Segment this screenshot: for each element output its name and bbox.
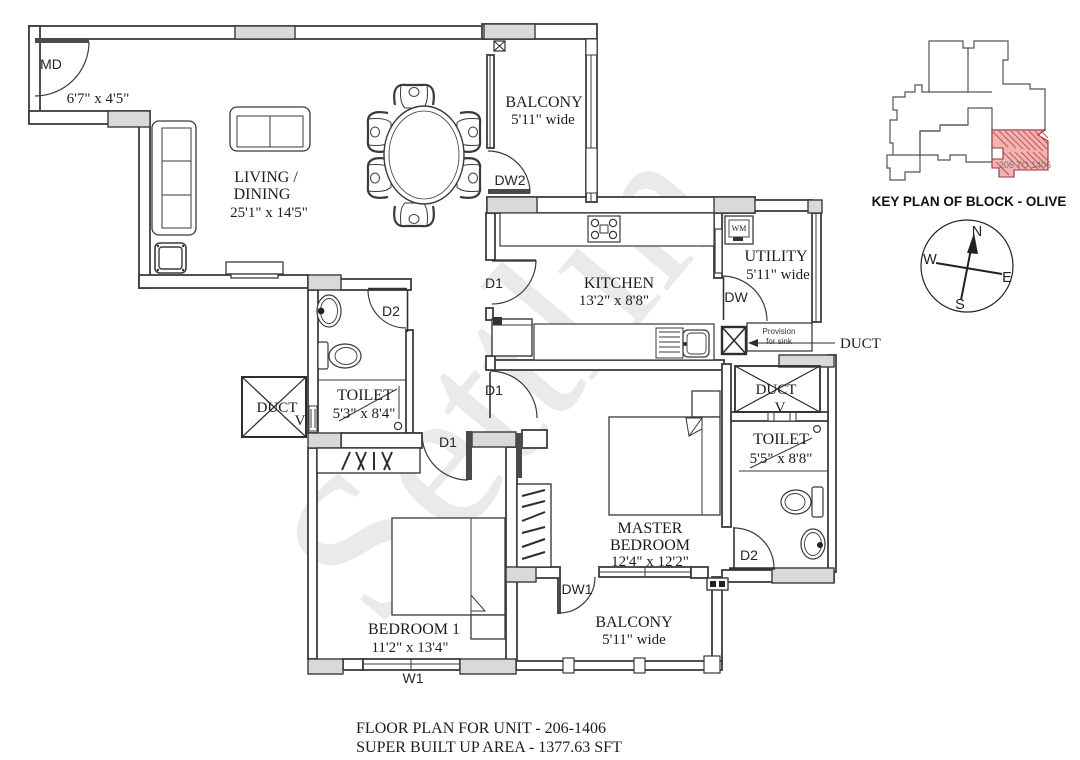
svg-text:DINING: DINING bbox=[234, 186, 291, 203]
svg-text:BALCONY: BALCONY bbox=[505, 94, 583, 111]
svg-text:DW1: DW1 bbox=[561, 581, 592, 597]
svg-text:N: N bbox=[972, 224, 982, 240]
svg-text:TOILET: TOILET bbox=[753, 431, 809, 448]
svg-text:BEDROOM 1: BEDROOM 1 bbox=[368, 621, 460, 638]
svg-text:12'4" x 12'2": 12'4" x 12'2" bbox=[611, 554, 689, 570]
svg-text:MD: MD bbox=[40, 56, 62, 72]
svg-text:FLOOR PLAN FOR UNIT - 206-1406: FLOOR PLAN FOR UNIT - 206-1406 bbox=[356, 720, 606, 737]
svg-text:KITCHEN: KITCHEN bbox=[584, 275, 655, 292]
svg-text:W: W bbox=[923, 252, 937, 268]
svg-text:for sink: for sink bbox=[766, 337, 793, 346]
svg-text:5'11" wide: 5'11" wide bbox=[746, 267, 810, 283]
svg-text:5'11" wide: 5'11" wide bbox=[602, 632, 666, 648]
svg-text:11'2" x 13'4": 11'2" x 13'4" bbox=[371, 640, 448, 656]
svg-text:LIVING /: LIVING / bbox=[234, 169, 298, 186]
svg-text:BALCONY: BALCONY bbox=[595, 614, 673, 631]
svg-text:DW: DW bbox=[724, 289, 748, 305]
svg-text:DUCT: DUCT bbox=[840, 336, 881, 352]
svg-text:KEY PLAN OF BLOCK - OLIVE: KEY PLAN OF BLOCK - OLIVE bbox=[872, 194, 1067, 209]
svg-text:TOILET: TOILET bbox=[337, 387, 393, 404]
svg-text:W1: W1 bbox=[403, 670, 424, 686]
svg-text:V: V bbox=[775, 400, 786, 416]
svg-text:D1: D1 bbox=[485, 382, 503, 398]
svg-text:UTILITY: UTILITY bbox=[744, 248, 808, 265]
svg-text:WM: WM bbox=[732, 224, 747, 233]
svg-text:5'5" x 8'8": 5'5" x 8'8" bbox=[750, 451, 813, 467]
svg-text:S: S bbox=[955, 297, 965, 313]
svg-text:D2: D2 bbox=[740, 547, 758, 563]
svg-text:25'1" x 14'5": 25'1" x 14'5" bbox=[230, 205, 308, 221]
svg-text:13'2" x 8'8": 13'2" x 8'8" bbox=[579, 293, 649, 309]
svg-text:DUCT: DUCT bbox=[257, 400, 298, 416]
svg-text:MASTER: MASTER bbox=[618, 520, 683, 537]
svg-text:BEDROOM: BEDROOM bbox=[610, 537, 690, 554]
svg-text:Provision: Provision bbox=[763, 327, 796, 336]
svg-text:5'11" wide: 5'11" wide bbox=[511, 112, 575, 128]
svg-text:E: E bbox=[1002, 270, 1012, 286]
svg-text:5'3" x 8'4": 5'3" x 8'4" bbox=[333, 406, 396, 422]
svg-text:DW2: DW2 bbox=[494, 172, 525, 188]
svg-text:6'7" x 4'5": 6'7" x 4'5" bbox=[67, 91, 130, 107]
svg-text:DUCT: DUCT bbox=[756, 382, 797, 398]
svg-text:D1: D1 bbox=[485, 275, 503, 291]
svg-text:D1: D1 bbox=[439, 434, 457, 450]
svg-text:V: V bbox=[295, 413, 306, 429]
svg-text:SUPER BUILT UP AREA - 1377.63: SUPER BUILT UP AREA - 1377.63 SFT bbox=[356, 739, 622, 756]
svg-text:206 TO 1406: 206 TO 1406 bbox=[999, 160, 1051, 170]
svg-text:D2: D2 bbox=[382, 303, 400, 319]
